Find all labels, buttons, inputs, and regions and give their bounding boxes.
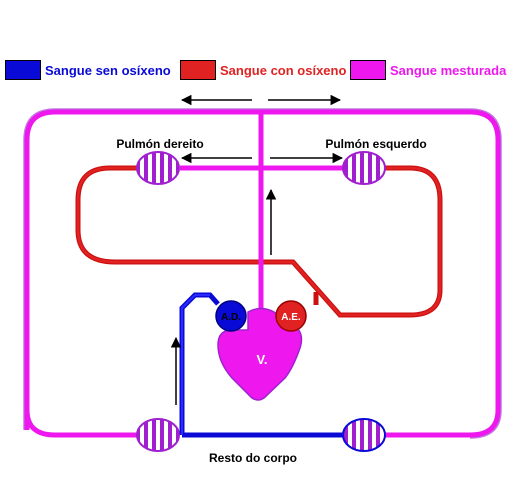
label-ventricle: V. [256, 352, 267, 367]
legend-label-mixed: Sangue mesturada [390, 62, 507, 78]
capillary-bed-icon [342, 151, 386, 185]
legend-swatch-magenta [350, 60, 386, 80]
legend-mixed: Sangue mesturada [350, 60, 506, 80]
label-right-atrium: A.D. [221, 312, 241, 323]
pulmonary-circuit-inner [76, 166, 442, 317]
systemic-circuit-vessel [24, 109, 501, 438]
legend-deoxygenated: Sangue sen osíxeno [5, 60, 171, 80]
label-rest-of-body: Resto do corpo [209, 451, 297, 465]
capillary-bed-icon [136, 418, 180, 452]
venous-return-inner [181, 294, 210, 435]
legend-label-deoxygenated: Sangue sen osíxeno [45, 62, 171, 78]
capillary-bed-icon [136, 151, 180, 185]
label-left-atrium: A.E. [281, 312, 301, 323]
systemic-outer-edge [23, 108, 502, 439]
legend-label-oxygenated: Sangue con osíxeno [220, 62, 347, 78]
right-atrium [215, 300, 247, 332]
label-right-lung: Pulmón dereito [116, 137, 203, 151]
label-left-lung: Pulmón esquerdo [325, 137, 426, 151]
legend-oxygenated: Sangue con osíxeno [180, 60, 346, 80]
legend-swatch-red [180, 60, 216, 80]
legend-swatch-blue [5, 60, 41, 80]
left-atrium [275, 300, 307, 332]
capillary-bed-icon [342, 418, 386, 452]
